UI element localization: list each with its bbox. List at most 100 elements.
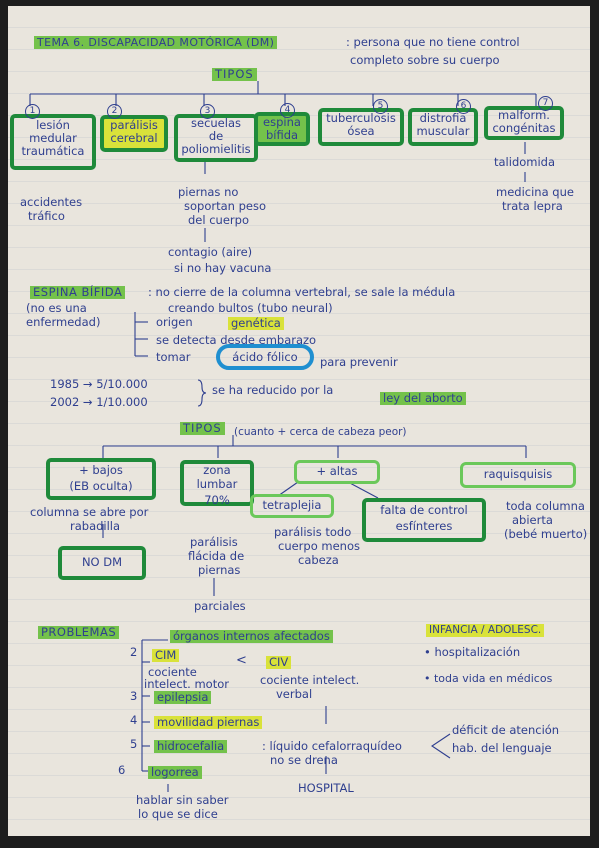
- hidro-desc-1: : líquido cefalorraquídeo: [262, 739, 402, 753]
- no-dm-label: NO DM: [81, 555, 123, 569]
- box-no-dm: [58, 546, 146, 580]
- lesion-cause-1: accidentes: [20, 195, 83, 209]
- malform-desc-2: trata lepra: [502, 199, 563, 213]
- malform-label-2: congénitas: [492, 121, 556, 135]
- tipos-2-label: TIPOS: [180, 422, 225, 435]
- logorrea-desc-2: lo que se dice: [138, 807, 218, 821]
- epilepsia-item: epilepsia: [154, 691, 212, 704]
- number-5: 5: [373, 99, 388, 114]
- deficit-1: déficit de atención: [452, 723, 560, 737]
- logorrea-item: logorrea: [148, 766, 202, 779]
- tetra-desc-1: parálisis todo: [274, 525, 352, 539]
- cim-desc-2: intelect. motor: [144, 677, 229, 691]
- hidrocefalia-item: hidrocefalia: [154, 740, 228, 753]
- number-1: 1: [25, 104, 40, 119]
- espina-title: ESPINA BÍFIDA: [30, 286, 126, 299]
- box-malformaciones: [484, 106, 564, 140]
- logorrea-desc-1: hablar sin saber: [136, 793, 229, 807]
- lesion-cause-2: tráfico: [28, 209, 65, 223]
- tuberculosis-label-2: ósea: [347, 124, 375, 138]
- malform-cause: talidomida: [494, 155, 556, 169]
- organos-item: órganos internos afectados: [170, 630, 333, 643]
- espina-def-2: creando bultos (tubo neural): [168, 301, 333, 315]
- falta-label-2: esfínteres: [395, 519, 453, 533]
- stat-reason-value: ley del aborto: [380, 392, 466, 405]
- lesion-label-1: lesión: [36, 118, 70, 132]
- hospital-label: HOSPITAL: [298, 781, 354, 795]
- polio-cause-1: contagio (aire): [168, 245, 253, 259]
- zona-label-1: zona: [203, 463, 231, 477]
- polio-cause-2: si no hay vacuna: [174, 261, 272, 275]
- polio-label-2: de: [208, 129, 224, 143]
- lesion-label-3: traumática: [21, 144, 85, 158]
- diagram-lines: [29, 81, 537, 792]
- raqui-desc-2: abierta: [512, 513, 553, 527]
- bajos-label-2: (EB oculta): [69, 479, 133, 493]
- infancia-item-2: • toda vida en médicos: [424, 672, 553, 685]
- box-raquisquisis: [460, 462, 576, 488]
- malform-desc-1: medicina que: [496, 185, 574, 199]
- cim-desc-1: cociente: [148, 665, 197, 679]
- origen-prefix: origen: [156, 315, 193, 329]
- problemas-title: PROBLEMAS: [38, 626, 120, 639]
- zona-label-2: lumbar: [196, 477, 238, 491]
- stat-reason-prefix: se ha reducido por la: [212, 383, 334, 397]
- zona-desc-3: piernas: [198, 563, 241, 577]
- polio-desc-3: del cuerpo: [188, 213, 249, 227]
- espina-note-2: enfermedad): [26, 315, 101, 329]
- tomar-suffix: para prevenir: [320, 355, 398, 369]
- espina-def-1: : no cierre de la columna vertebral, se …: [148, 285, 456, 299]
- infancia-item-1: • hospitalización: [424, 645, 521, 659]
- bajos-desc-1: columna se abre por: [30, 505, 149, 519]
- civ-desc-2: verbal: [276, 687, 313, 701]
- detecta-text: se detecta desde embarazo: [156, 333, 317, 347]
- number-6: 6: [456, 99, 471, 114]
- movilidad-item: movilidad piernas: [154, 716, 263, 729]
- number-4: 4: [280, 103, 295, 118]
- zona-desc-4: parciales: [194, 599, 246, 613]
- polio-desc-1: piernas no: [178, 185, 239, 199]
- hidro-desc-2: no se drena: [270, 753, 338, 767]
- stat-1985: 1985 → 5/10.000: [50, 377, 148, 391]
- bajos-desc-2: rabadilla: [70, 519, 121, 533]
- box-falta-control: [362, 498, 486, 542]
- problema-number-3: 3: [130, 689, 138, 703]
- distrofia-label-2: muscular: [416, 124, 470, 138]
- paralisis-label-1: parálisis: [110, 118, 158, 132]
- box-mas-altas: [294, 460, 380, 484]
- malform-label-1: malform.: [498, 108, 550, 122]
- civ-desc-1: cociente intelect.: [260, 673, 360, 687]
- tetraplejia-label: tetraplejia: [262, 498, 322, 512]
- box-lesion-medular: [10, 114, 96, 170]
- polio-label-1: secuelas: [191, 116, 241, 130]
- espina-label-1: espina: [263, 115, 301, 129]
- raqui-desc-3: (bebé muerto): [504, 527, 588, 541]
- zona-desc-2: flácida de: [188, 549, 245, 563]
- page-title: TEMA 6. DISCAPACIDAD MOTÓRICA (DM): [34, 36, 278, 49]
- espina-label-2: bífida: [265, 128, 299, 142]
- polio-desc-2: soportan peso: [184, 199, 266, 213]
- number-3: 3: [200, 104, 215, 119]
- lesion-label-2: medular: [29, 131, 77, 145]
- number-2: 2: [107, 104, 122, 119]
- box-paralisis-cerebral: [100, 115, 168, 152]
- box-distrofia: [408, 108, 478, 146]
- origen-value: genética: [228, 317, 284, 330]
- box-zona-lumbar: [180, 460, 254, 506]
- civ-label: CIV: [266, 656, 292, 669]
- espina-note-1: (no es una: [26, 301, 87, 315]
- definition-line-2: completo sobre su cuerpo: [350, 53, 500, 67]
- box-tuberculosis: [318, 108, 404, 146]
- acido-folico-circle: [216, 344, 314, 370]
- polio-label-3: poliomielitis: [181, 142, 251, 156]
- less-than: <: [236, 653, 247, 668]
- definition-line-1: : persona que no tiene control: [346, 35, 520, 49]
- tipos-2-note: (cuanto + cerca de cabeza peor): [234, 426, 407, 438]
- stat-2002: 2002 → 1/10.000: [50, 395, 148, 409]
- zona-desc-1: parálisis: [190, 535, 238, 549]
- altas-label: + altas: [316, 464, 358, 478]
- problema-number-5: 5: [130, 737, 138, 751]
- infancia-title: INFANCIA / ADOLESC.: [426, 624, 545, 637]
- box-tetraplejia: [250, 494, 334, 518]
- zona-label-3: 70%: [204, 493, 230, 507]
